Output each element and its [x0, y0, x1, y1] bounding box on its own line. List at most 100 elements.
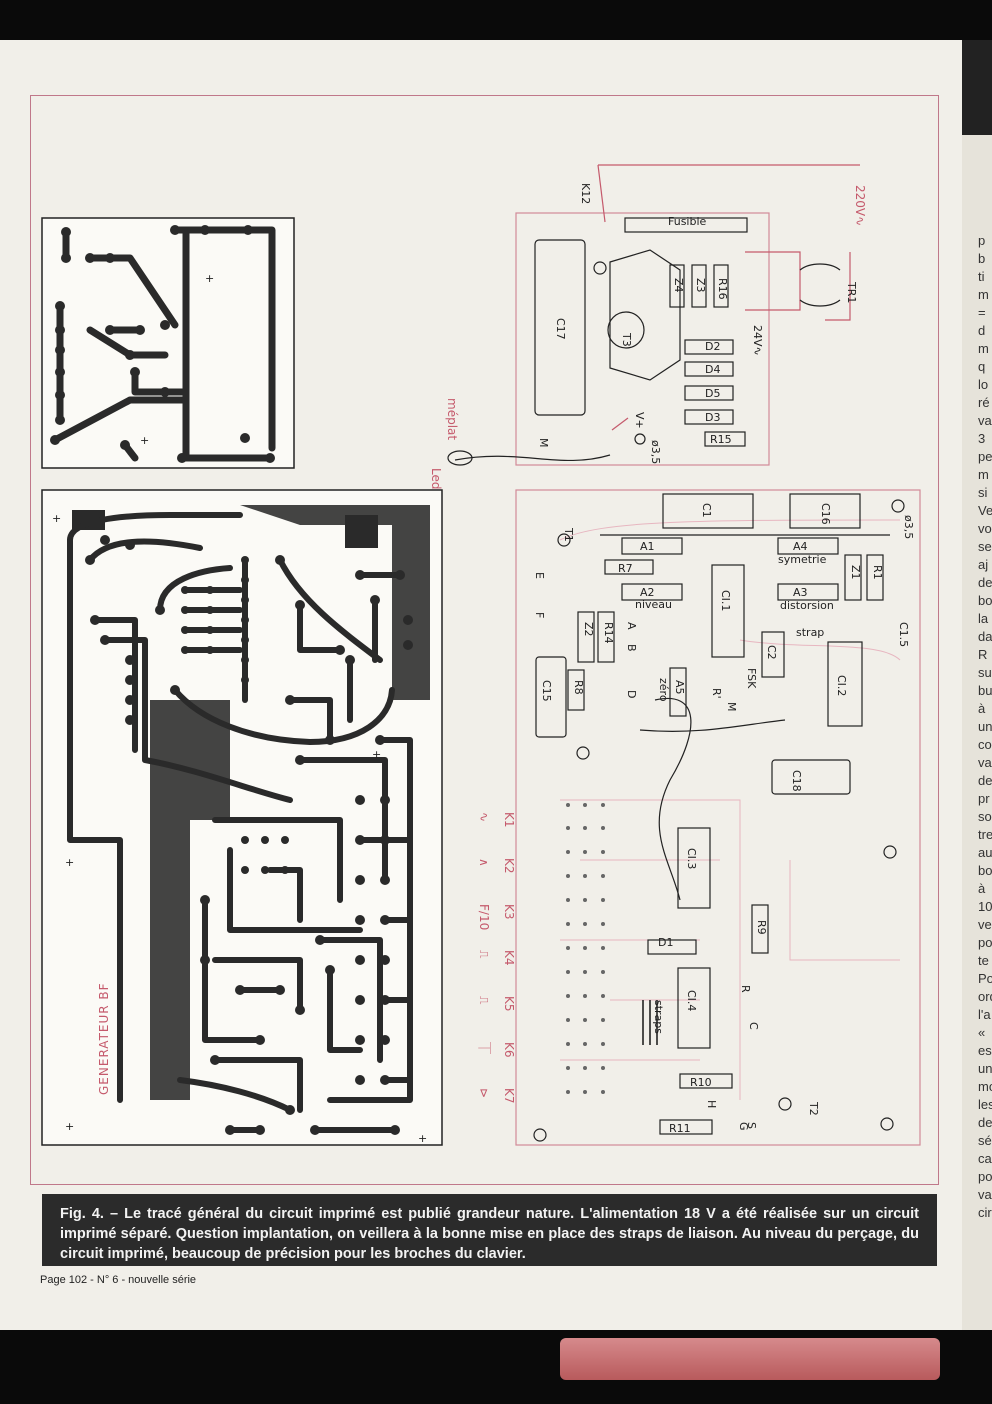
board-label: CI.1 — [719, 590, 732, 611]
facing-page-fragment: au — [978, 845, 992, 860]
board-label: strap — [796, 626, 824, 639]
ps-label: D5 — [705, 387, 720, 400]
svg-text:+: + — [205, 272, 214, 285]
facing-page-fragment: bo — [978, 863, 992, 878]
facing-page-fragment: d — [978, 323, 986, 338]
facing-page-fragment: aj — [978, 557, 989, 572]
facing-page-shadow — [962, 40, 992, 135]
facing-page-fragment: sé — [978, 1133, 992, 1148]
key-symbol: ⊳ — [477, 1088, 491, 1098]
main-board-layout — [515, 261, 921, 1146]
board-label: Z2 — [582, 622, 595, 637]
facing-page-fragment: p — [978, 233, 986, 248]
board-label: distorsion — [780, 599, 834, 612]
facing-page-fragment: un — [978, 719, 992, 734]
main-pcb-copper: +++ ++ GENERATEUR BF — [41, 489, 443, 1146]
facing-page-fragment: R — [978, 647, 988, 662]
facing-page-fragment: va — [978, 755, 992, 770]
key-label: K7 — [502, 1088, 516, 1104]
board-label: symetrie — [778, 553, 827, 566]
board-label: niveau — [635, 598, 672, 611]
ps-label: méplat — [445, 398, 459, 440]
svg-text:+: + — [418, 1132, 427, 1145]
facing-page-fragment: su — [978, 665, 992, 680]
facing-page-fragment: à — [978, 701, 986, 716]
board-label: A2 — [640, 586, 655, 599]
ps-label: 220V∿ — [853, 185, 867, 226]
board-label: C — [747, 1022, 760, 1030]
board-label: CI.2 — [835, 675, 848, 696]
ps-label: D2 — [705, 340, 720, 353]
facing-page-fragment: te — [978, 953, 989, 968]
facing-page-fragment: co — [978, 737, 992, 752]
ps-label: D4 — [705, 363, 720, 376]
facing-page-fragment: lo — [978, 377, 989, 392]
key-symbol: ⎍ — [477, 996, 491, 1005]
facing-page-fragment: po — [978, 935, 992, 950]
facing-page-fragment: 3 — [978, 431, 986, 446]
ps-label: ø3,5 — [649, 440, 662, 464]
facing-page-fragment: ve — [978, 917, 992, 932]
facing-page-fragment: de — [978, 1115, 992, 1130]
board-label: D — [625, 690, 638, 698]
facing-page-fragment: l'a — [978, 1007, 991, 1022]
board-label: zéro — [657, 678, 670, 702]
board-label: CI.3 — [685, 848, 698, 869]
ps-label: R15 — [710, 433, 732, 446]
board-label: A5 — [673, 680, 686, 695]
board-label: E — [533, 572, 546, 579]
board-label: B — [625, 644, 638, 652]
board-label: F — [533, 612, 546, 618]
facing-page-fragment: Po — [978, 971, 992, 986]
key-symbol: ⏉ — [477, 1042, 492, 1054]
key-symbol: ⎍ — [477, 950, 491, 959]
board-label: R14 — [602, 622, 615, 644]
facing-page-fragment: mo — [978, 1079, 992, 1094]
svg-text:+: + — [372, 748, 381, 761]
board-label: S — [745, 1122, 758, 1129]
key-label: K1 — [502, 812, 516, 828]
board-label: C15 — [540, 680, 553, 702]
facing-page-fragment: tre — [978, 827, 992, 842]
facing-page-fragment: ca — [978, 1151, 992, 1166]
facing-page-fragment: les — [978, 1097, 992, 1112]
facing-page-edge — [962, 55, 992, 1330]
board-label: H — [705, 1100, 718, 1108]
facing-page-fragment: à — [978, 881, 986, 896]
board-label: A — [625, 622, 638, 630]
key-label: K5 — [502, 996, 516, 1012]
board-label: R11 — [669, 1122, 691, 1135]
board-label: T2 — [807, 1101, 820, 1116]
page-footer: Page 102 - N° 6 - nouvelle série — [40, 1274, 197, 1286]
figure-frame — [30, 95, 939, 1185]
board-label: C18 — [790, 770, 803, 792]
board-label: G — [737, 1122, 750, 1131]
ps-label: D3 — [705, 411, 720, 424]
ps-label: T3 — [620, 332, 633, 347]
facing-page-fragment: si — [978, 485, 988, 500]
facing-page-fragment: va — [978, 1187, 992, 1202]
facing-page-fragment: la — [978, 611, 989, 626]
ps-label: Z3 — [694, 278, 707, 293]
board-label: A3 — [793, 586, 808, 599]
ps-label: V+ — [633, 412, 646, 429]
facing-page-fragment: 10 — [978, 899, 992, 914]
facing-page-fragment: b — [978, 251, 986, 266]
board-label: T1 — [562, 527, 575, 542]
key-label: K6 — [502, 1042, 516, 1058]
svg-text:+: + — [65, 856, 74, 869]
board-label: A1 — [640, 540, 655, 553]
facing-page-fragment: de — [978, 575, 992, 590]
ps-label: Led — [429, 468, 443, 489]
ps-label: K12 — [579, 183, 592, 204]
facing-page-fragment: ré — [978, 395, 990, 410]
key-symbol: ∿ — [477, 812, 491, 822]
facing-page-fragment: so — [978, 809, 992, 824]
facing-page-fragment: m — [978, 287, 989, 302]
facing-page-fragment: vo — [978, 521, 992, 536]
facing-page-fragment: ti — [978, 269, 985, 284]
svg-text:+: + — [52, 512, 61, 525]
key-label: K4 — [502, 950, 516, 966]
